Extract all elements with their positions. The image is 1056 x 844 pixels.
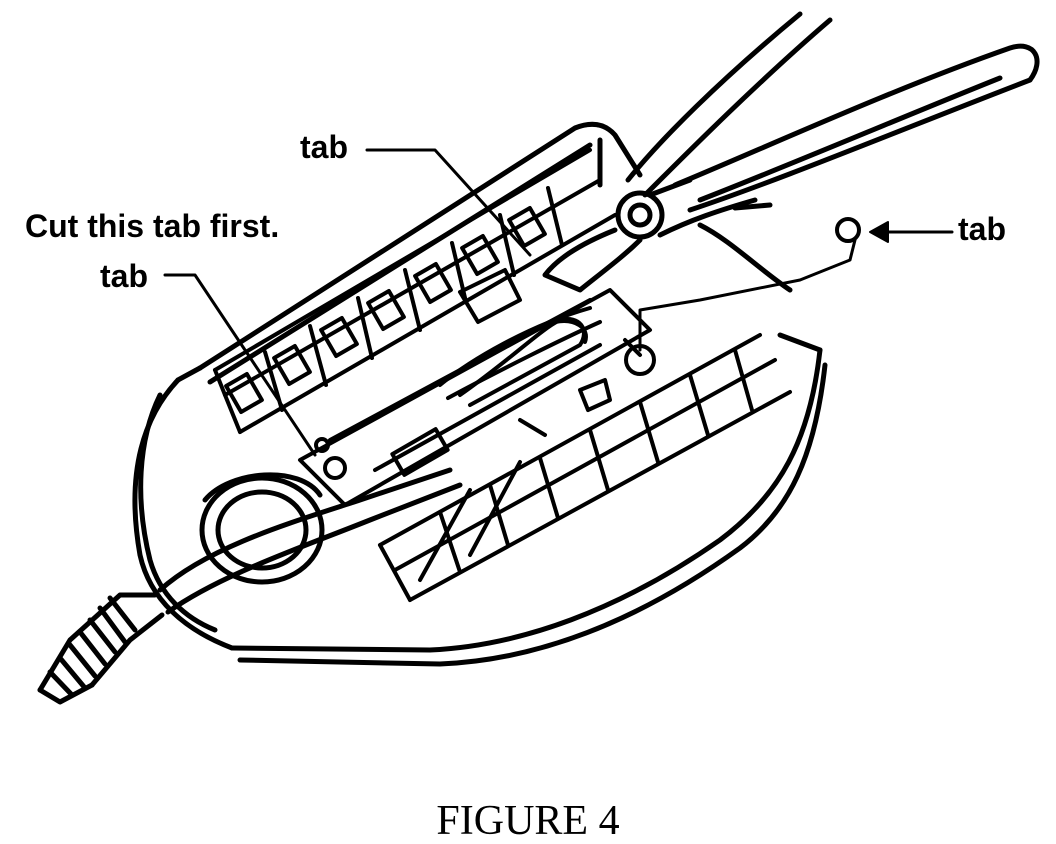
- arrowhead-tab-right: [869, 221, 889, 243]
- pliers: [542, 11, 1040, 293]
- cable-spool: [199, 472, 325, 585]
- leader-tab-top: [365, 148, 532, 257]
- label-tab-right: tab: [958, 211, 1006, 247]
- leader-tab-left: [163, 273, 317, 457]
- leader-lines: [163, 148, 954, 457]
- figure-caption: FIGURE 4: [436, 798, 620, 844]
- interior-circuit: [298, 268, 656, 507]
- power-cord: [37, 467, 463, 705]
- tab-right-marker: [835, 217, 861, 243]
- leader-tab-right-drop: [638, 238, 857, 352]
- housing-shell: [132, 121, 828, 667]
- top-wall-compartments: [213, 148, 617, 434]
- bottom-wall-compartments: [378, 333, 792, 602]
- label-cut-this-tab-first: Cut this tab first.: [25, 208, 280, 244]
- label-tab-left: tab: [100, 258, 148, 294]
- label-tab-top: tab: [300, 129, 348, 165]
